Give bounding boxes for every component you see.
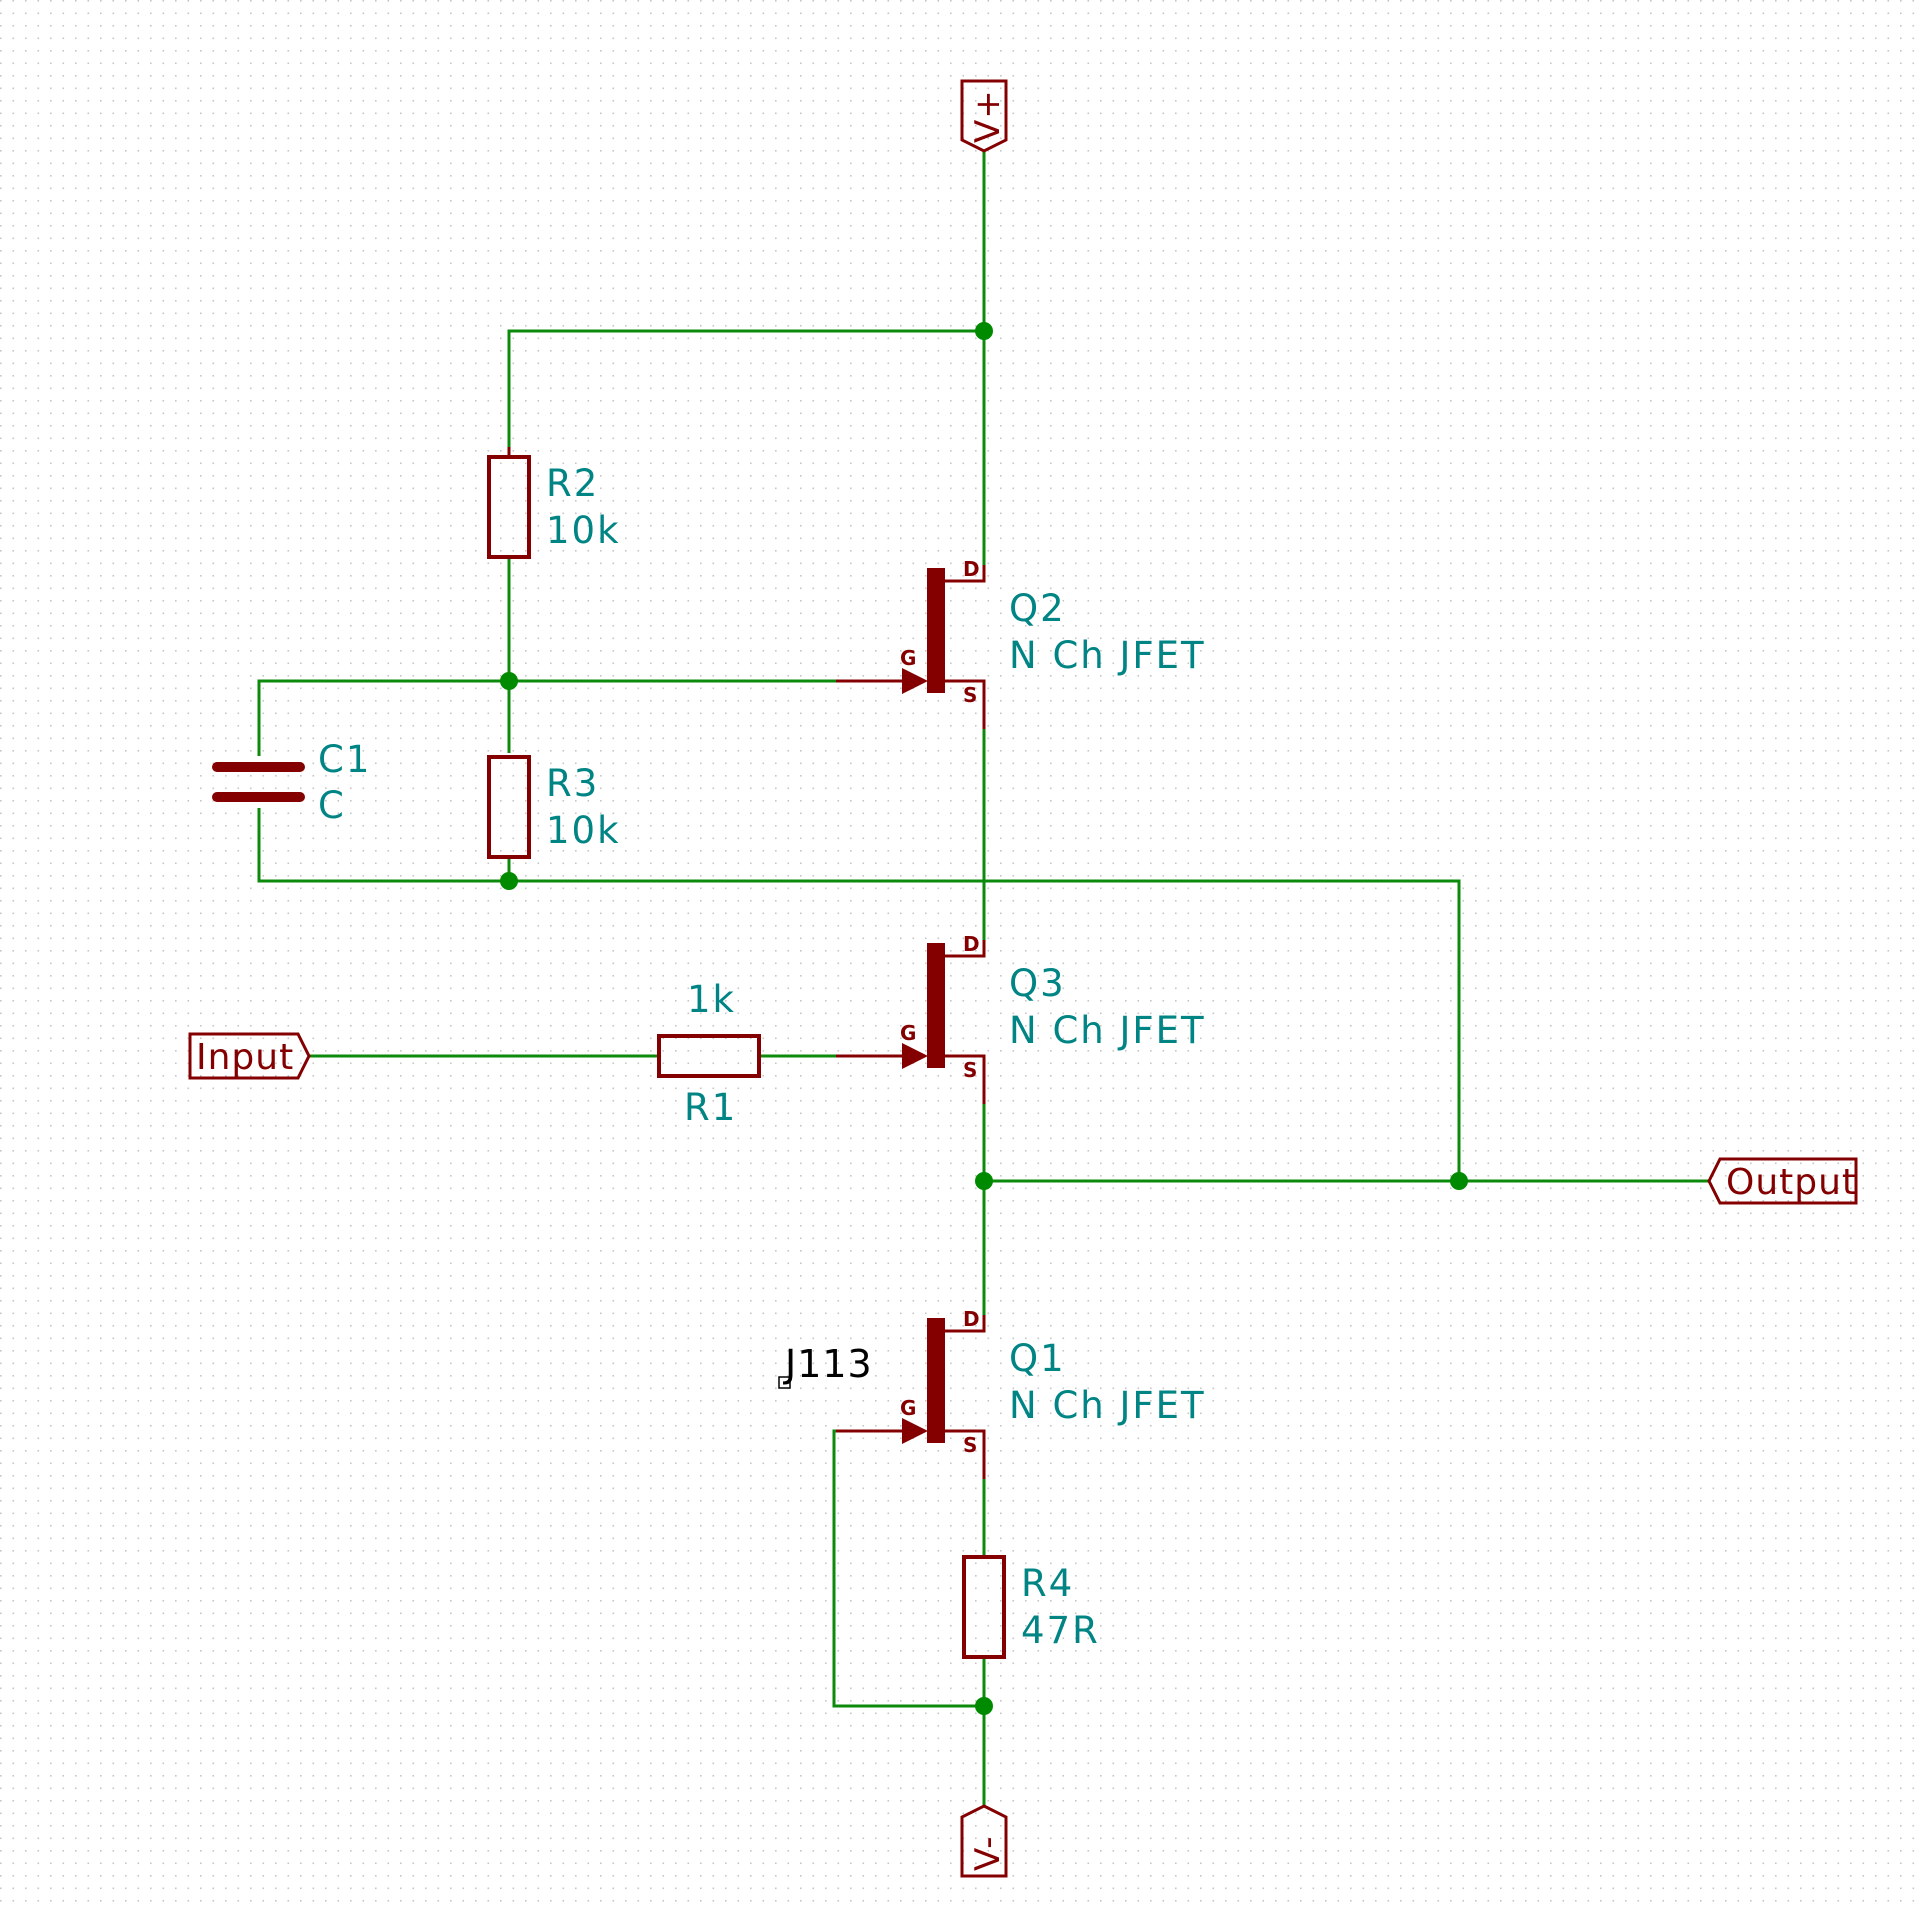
r1-value: 1k	[687, 978, 736, 1021]
q1-pin-s: S	[963, 1433, 977, 1457]
q3-pin-s: S	[963, 1058, 977, 1082]
junction-dot	[500, 672, 518, 690]
vplus-port-shape	[960, 79, 1008, 153]
wire-c1-top[interactable]	[257, 679, 509, 756]
q3-gate-arrow-icon	[902, 1043, 928, 1069]
q2-gate-arrow-icon	[902, 668, 928, 694]
r3-ref: R3	[546, 762, 599, 805]
q2-ref: Q2	[1009, 587, 1066, 630]
note-anchor-icon	[778, 1376, 791, 1389]
resistor-r3[interactable]: R3 10k	[487, 755, 621, 859]
jfet-q2[interactable]: D G S Q2 N Ch JFET	[836, 557, 1206, 729]
junction-dot	[500, 872, 518, 890]
q2-drain-lead	[944, 565, 986, 583]
resistor-r2[interactable]: R2 10k	[487, 447, 621, 559]
q1-pin-d: D	[963, 1307, 980, 1331]
q3-pin-d: D	[963, 932, 980, 956]
output-port[interactable]: Output	[1707, 1157, 1858, 1205]
wire-c1-bottom[interactable]	[257, 808, 509, 883]
input-label: Input	[196, 1037, 294, 1078]
r4-ref: R4	[1021, 1562, 1074, 1605]
q1-value: N Ch JFET	[1009, 1384, 1206, 1427]
q2-pin-s: S	[963, 683, 977, 707]
q1-source-lead	[944, 1429, 986, 1479]
r3-value: 10k	[546, 809, 621, 852]
r1-body	[657, 1034, 761, 1078]
jfet-q3[interactable]: D G S Q3 N Ch JFET	[836, 932, 1206, 1104]
wire-q1-gate-loop[interactable]	[832, 1429, 984, 1708]
wire-bootstrap-feedback[interactable]	[509, 879, 1461, 1181]
junction-dot	[975, 1172, 993, 1190]
r2-value: 10k	[546, 509, 621, 552]
q2-pin-d: D	[963, 557, 980, 581]
q3-source-lead	[944, 1054, 986, 1104]
input-port-shape	[188, 1032, 311, 1080]
r2-ref: R2	[546, 462, 599, 505]
c1-value: C	[318, 784, 346, 827]
capacitor-c1[interactable]: C1 C	[212, 738, 371, 827]
junction-dot	[1450, 1172, 1468, 1190]
r4-value: 47R	[1021, 1609, 1100, 1652]
junctions	[500, 322, 1468, 1715]
c1-ref: C1	[318, 738, 371, 781]
wires	[257, 151, 1709, 1806]
vminus-port-shape	[960, 1804, 1008, 1878]
output-label: Output	[1726, 1162, 1857, 1203]
q3-drain-lead	[944, 940, 986, 958]
q2-value: N Ch JFET	[1009, 634, 1206, 677]
q1-pin-g: G	[900, 1396, 916, 1420]
q1-gate-arrow-icon	[902, 1418, 928, 1444]
q3-pin-g: G	[900, 1021, 916, 1045]
r1-ref: R1	[684, 1086, 737, 1129]
q1-ref: Q1	[1009, 1337, 1066, 1380]
resistor-r1[interactable]: 1k R1	[657, 978, 761, 1129]
r2-body	[487, 455, 531, 559]
note-text: J113	[783, 1342, 873, 1386]
output-port-shape	[1707, 1157, 1858, 1205]
r3-body	[487, 755, 531, 859]
q2-source-lead	[944, 679, 986, 729]
text-note[interactable]: J113	[778, 1342, 873, 1389]
vminus-port[interactable]: V-	[960, 1804, 1008, 1878]
vminus-label: V-	[968, 1835, 1008, 1871]
jfet-q1[interactable]: D G S Q1 N Ch JFET	[836, 1307, 1206, 1479]
wire-top-rail[interactable]	[507, 329, 984, 457]
q3-ref: Q3	[1009, 962, 1066, 1005]
r4-body	[962, 1555, 1006, 1659]
vplus-port[interactable]: V+	[960, 79, 1008, 153]
q1-drain-lead	[944, 1315, 986, 1333]
vplus-label: V+	[968, 89, 1008, 143]
input-port[interactable]: Input	[188, 1032, 311, 1080]
q2-pin-g: G	[900, 646, 916, 670]
junction-dot	[975, 322, 993, 340]
junction-dot	[975, 1697, 993, 1715]
resistor-r4[interactable]: R4 47R	[962, 1555, 1100, 1659]
q3-value: N Ch JFET	[1009, 1009, 1206, 1052]
